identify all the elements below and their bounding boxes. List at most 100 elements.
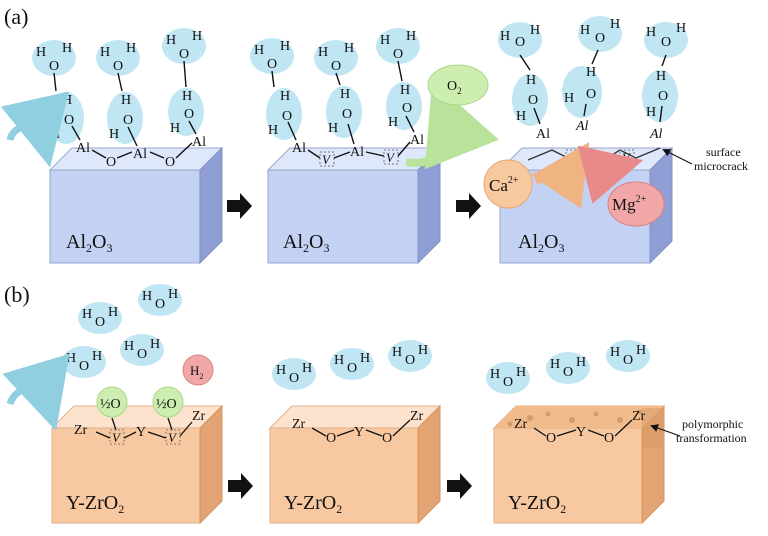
atom-o: O bbox=[137, 347, 147, 362]
atom-h: H bbox=[142, 289, 152, 304]
panel-b-label: (b) bbox=[4, 282, 30, 307]
atom-h: H bbox=[170, 121, 180, 136]
atom-zr: Zr bbox=[292, 417, 306, 432]
annotation-polymorphic: polymorphic bbox=[682, 417, 743, 431]
atom-o: O bbox=[79, 359, 89, 374]
atom-h: H bbox=[564, 91, 574, 106]
atom-h: H bbox=[646, 105, 656, 120]
annotation-transformation: transformation bbox=[676, 431, 747, 445]
annotation-surface: surface bbox=[706, 145, 741, 159]
atom-h: H bbox=[276, 363, 286, 378]
half-o-label-1: ½O bbox=[100, 397, 121, 412]
atom-zr: Zr bbox=[74, 423, 88, 438]
atom-h: H bbox=[656, 69, 666, 84]
al2o3-label-3: Al2O3 bbox=[518, 231, 564, 255]
atom-o: O bbox=[586, 87, 596, 102]
atom-o: O bbox=[347, 361, 357, 376]
atom-h: H bbox=[62, 93, 72, 108]
step-arrow-a2 bbox=[456, 193, 481, 219]
panel-a-label: (a) bbox=[4, 4, 28, 29]
annotation-microcrack: microcrack bbox=[694, 159, 748, 173]
half-o-label-2: ½O bbox=[156, 397, 177, 412]
ca-ion-label: Ca2+ bbox=[489, 175, 519, 195]
vacancy-v: V bbox=[386, 150, 396, 165]
atom-h: H bbox=[66, 351, 76, 366]
atom-y: Y bbox=[136, 425, 146, 440]
atom-o: O bbox=[64, 113, 74, 128]
atom-y: Y bbox=[354, 425, 364, 440]
atom-o: O bbox=[402, 101, 412, 116]
water-atoms-a2: H O H H O H H O H H O H H O H H O H Al A… bbox=[254, 29, 424, 160]
atom-o: O bbox=[595, 31, 605, 46]
atom-h: H bbox=[580, 23, 590, 38]
atom-h: H bbox=[182, 89, 192, 104]
atom-h: H bbox=[646, 25, 656, 40]
atom-al: Al bbox=[192, 135, 206, 150]
atom-al: Al bbox=[536, 127, 550, 142]
bonds-a1 bbox=[53, 60, 197, 159]
mg-ion-bubble bbox=[607, 181, 665, 227]
atom-h: H bbox=[109, 127, 119, 142]
atom-h: H bbox=[550, 357, 560, 372]
atom-o: O bbox=[184, 107, 194, 122]
vacancies-a2: V V bbox=[319, 149, 399, 167]
water-atoms-b2: H O H H O H H O H Zr O Y O Zr bbox=[276, 343, 428, 446]
atom-zr: Zr bbox=[514, 417, 528, 432]
atom-o: O bbox=[179, 47, 189, 62]
ca-migration-arrow bbox=[531, 142, 590, 209]
surface-atoms-b1: Zr Y Zr bbox=[74, 409, 206, 440]
atom-al: Al bbox=[76, 141, 90, 156]
atom-zr: Zr bbox=[632, 409, 646, 424]
atom-h: H bbox=[334, 353, 344, 368]
atom-h: H bbox=[92, 349, 102, 364]
atom-h: H bbox=[400, 83, 410, 98]
atom-h: H bbox=[360, 351, 370, 366]
atom-h: H bbox=[676, 21, 686, 36]
atom-o: O bbox=[405, 353, 415, 368]
atom-zr: Zr bbox=[192, 409, 206, 424]
atom-o: O bbox=[661, 35, 671, 50]
yzro2-label-3: Y-ZrO2 bbox=[508, 492, 566, 516]
atom-h: H bbox=[108, 305, 118, 320]
half-o-bubble-2 bbox=[152, 386, 184, 418]
al2o3-label-2: Al2O3 bbox=[283, 231, 329, 255]
atom-h: H bbox=[516, 365, 526, 380]
half-o-bond-1 bbox=[111, 417, 117, 431]
atom-o: O bbox=[326, 431, 336, 446]
atom-h: H bbox=[636, 343, 646, 358]
atom-al-italic: Al bbox=[649, 127, 663, 142]
atom-h: H bbox=[280, 39, 290, 54]
bonds-b2 bbox=[311, 419, 411, 437]
mg-migration-arrow bbox=[577, 145, 644, 204]
atom-h: H bbox=[610, 345, 620, 360]
atom-h: H bbox=[166, 33, 176, 48]
bonds-a2 bbox=[271, 60, 415, 159]
annotation-pointer-a bbox=[662, 149, 693, 165]
atom-h: H bbox=[62, 41, 72, 56]
atom-zr: Zr bbox=[410, 409, 424, 424]
annotation-pointer-b bbox=[650, 424, 681, 437]
atom-h: H bbox=[302, 361, 312, 376]
atom-o: O bbox=[528, 93, 538, 108]
atom-h: H bbox=[328, 121, 338, 136]
atom-al-italic: Al bbox=[575, 119, 589, 134]
atom-h: H bbox=[280, 89, 290, 104]
ca-ion-bubble bbox=[483, 159, 533, 209]
water-atoms-b3: H O H H O H H O H bbox=[490, 343, 646, 390]
al2o3-label-1: Al2O3 bbox=[66, 231, 112, 255]
atom-h: H bbox=[100, 45, 110, 60]
atom-h: H bbox=[318, 45, 328, 60]
atom-o: O bbox=[123, 113, 133, 128]
water-cluster-a3 bbox=[498, 16, 688, 126]
o2-label: O2 bbox=[447, 79, 462, 96]
atom-o: O bbox=[155, 297, 165, 312]
atom-o: O bbox=[113, 59, 123, 74]
atom-o: O bbox=[382, 431, 392, 446]
al2o3-block-1: Al2O3 bbox=[48, 146, 224, 265]
atom-h: H bbox=[418, 343, 428, 358]
atom-h: H bbox=[192, 29, 202, 44]
atom-h: H bbox=[406, 29, 416, 44]
yzro2-block-2: Y-ZrO2 bbox=[268, 404, 442, 525]
vacancy-v: V bbox=[168, 430, 178, 445]
water-cluster-b1 bbox=[62, 284, 182, 378]
